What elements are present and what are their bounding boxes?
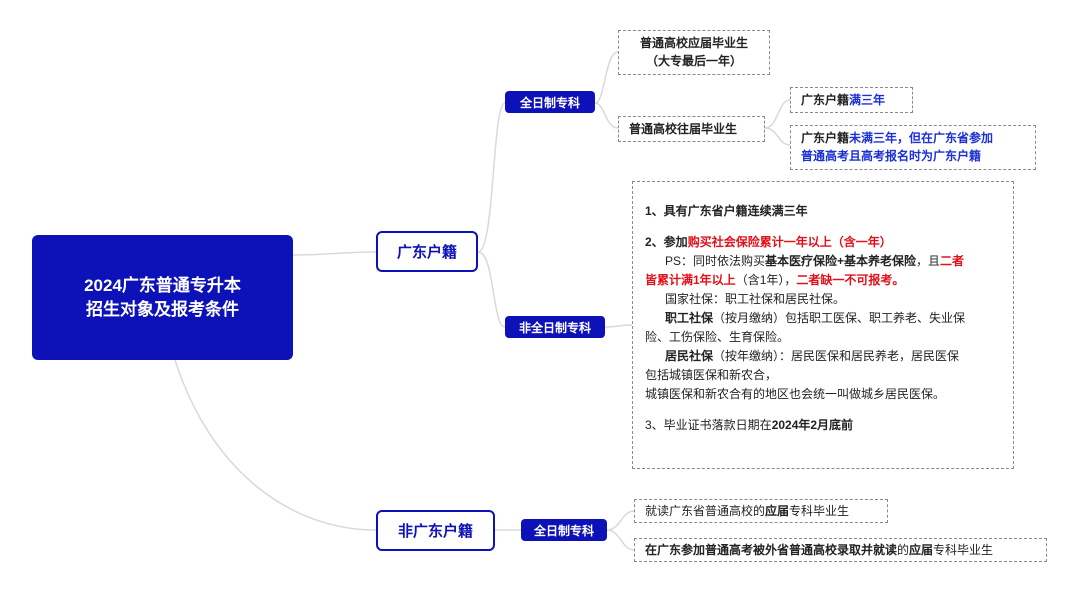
leaf-gd-exam-outside-school[interactable]: 在广东参加普通高考被外省普通高校录取并就读的应届专科毕业生 xyxy=(634,538,1047,562)
leaf-fresh-graduate[interactable]: 普通高校应届毕业生 （大专最后一年） xyxy=(618,30,770,75)
branch-label: 广东户籍 xyxy=(396,244,457,261)
leaf-text: 普通高校应届毕业生 xyxy=(639,36,748,50)
sub-fulltime-college[interactable]: 全日制专科 xyxy=(505,91,595,113)
condition-3: 3、毕业证书落款日期在2024年2月底前 xyxy=(645,418,854,432)
leaf-text: 广东户籍 xyxy=(801,131,850,145)
leaf-text: 普通高校往届毕业生 xyxy=(629,122,738,136)
employee-social-security: 职工社保（按月缴纳）包括职工医保、职工养老、失业保 xyxy=(665,311,966,325)
leaf-highlight: 普通高考且高考报名时为广东户籍 xyxy=(801,149,982,163)
condition-1: 1、具有广东省户籍连续满三年 xyxy=(645,204,808,218)
branch-guangdong-hukou[interactable]: 广东户籍 xyxy=(376,231,478,272)
root-title-line1: 2024广东普通专升本 xyxy=(84,275,241,295)
employee-social-security-cont: 险、工伤保险、生育保险。 xyxy=(645,330,790,344)
link-ngdft-leaf1 xyxy=(606,510,635,531)
link-root-gd xyxy=(292,251,377,256)
link-nonfulltime-detail xyxy=(604,324,633,328)
sub-label: 全日制专科 xyxy=(519,95,580,110)
resident-social-security: 居民社保（按年缴纳）：居民医保和居民养老，居民医保 xyxy=(665,349,960,363)
root-title-node[interactable]: 2024广东普通专升本 招生对象及报考条件 xyxy=(32,235,293,360)
leaf-highlight: 满三年 xyxy=(849,93,886,107)
ps-note: PS：同时依法购买基本医疗保险+基本养老保险，且二者 xyxy=(665,254,965,268)
leaf-text: （大专最后一年） xyxy=(645,54,742,68)
link-root-nongd xyxy=(174,359,377,531)
link-gd-nonfulltime xyxy=(477,251,506,328)
national-social-security: 国家社保：职工社保和居民社保。 xyxy=(665,292,846,306)
leaf-text: 广东户籍 xyxy=(801,93,850,107)
sub-label: 非全日制专科 xyxy=(518,320,591,335)
leaf-hukou-under-3-years[interactable]: 广东户籍未满三年，但在广东省参加 普通高考且高考报名时为广东户籍 xyxy=(790,125,1036,170)
link-fulltime-past xyxy=(594,102,619,129)
conditions-detail-box[interactable]: 1、具有广东省户籍连续满三年 2、参加购买社会保险累计一年以上（含一年） PS：… xyxy=(632,181,1014,469)
link-past-not3 xyxy=(764,127,791,146)
branch-label: 非广东户籍 xyxy=(397,523,473,540)
root-title-line2: 招生对象及报考条件 xyxy=(86,299,239,319)
link-past-3yr xyxy=(764,99,791,129)
leaf-gd-school-fresh-grad[interactable]: 就读广东省普通高校的应届专科毕业生 xyxy=(634,499,888,523)
leaf-highlight: 未满三年，但在广东省参加 xyxy=(849,131,994,145)
link-fulltime-fresh xyxy=(594,51,619,104)
branch-non-guangdong-hukou[interactable]: 非广东户籍 xyxy=(376,510,495,551)
link-ngdft-leaf2 xyxy=(606,529,635,551)
sub-label: 全日制专科 xyxy=(533,523,594,538)
condition-2: 2、参加购买社会保险累计一年以上（含一年） xyxy=(645,235,892,249)
sub-nongd-fulltime-college[interactable]: 全日制专科 xyxy=(521,519,607,541)
leaf-past-graduate[interactable]: 普通高校往届毕业生 xyxy=(618,116,765,142)
leaf-hukou-3-years[interactable]: 广东户籍满三年 xyxy=(790,87,913,113)
sub-nonfulltime-college[interactable]: 非全日制专科 xyxy=(505,316,605,338)
link-gd-fulltime xyxy=(477,102,506,253)
resident-social-security-note: 城镇医保和新农合有的地区也会统一叫做城乡居民医保。 xyxy=(645,387,946,401)
ps-note-cont: 皆累计满1年以上（含1年），二者缺一不可报考。 xyxy=(645,273,905,287)
resident-social-security-cont: 包括城镇医保和新农合， xyxy=(645,368,778,382)
